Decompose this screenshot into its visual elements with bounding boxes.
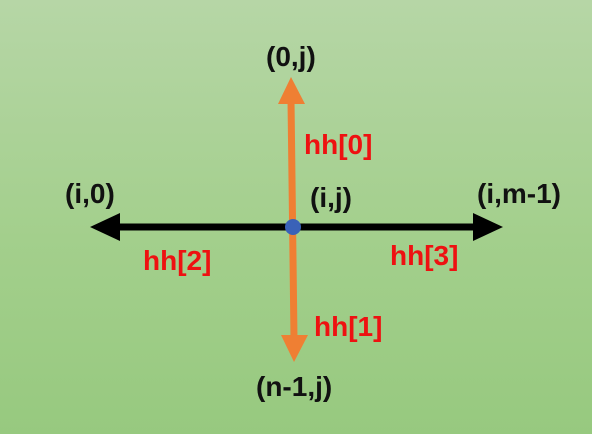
down-arrowhead bbox=[281, 335, 308, 362]
center-node bbox=[285, 219, 301, 235]
top-coordinate-label: (0,j) bbox=[266, 41, 316, 72]
left-arrowhead bbox=[90, 213, 120, 241]
center-coordinate-label: (i,j) bbox=[310, 182, 352, 213]
right-coordinate-label: (i,m-1) bbox=[477, 178, 561, 209]
direction-up-label: hh[0] bbox=[304, 129, 373, 160]
bottom-coordinate-label: (n-1,j) bbox=[256, 371, 333, 402]
up-arrowhead bbox=[278, 77, 305, 104]
direction-right-label: hh[3] bbox=[390, 240, 459, 271]
vertical-axis-line bbox=[287, 99, 298, 339]
direction-down-label: hh[1] bbox=[314, 311, 383, 342]
direction-left-label: hh[2] bbox=[143, 245, 212, 276]
left-coordinate-label: (i,0) bbox=[65, 178, 115, 209]
right-arrowhead bbox=[473, 213, 503, 241]
